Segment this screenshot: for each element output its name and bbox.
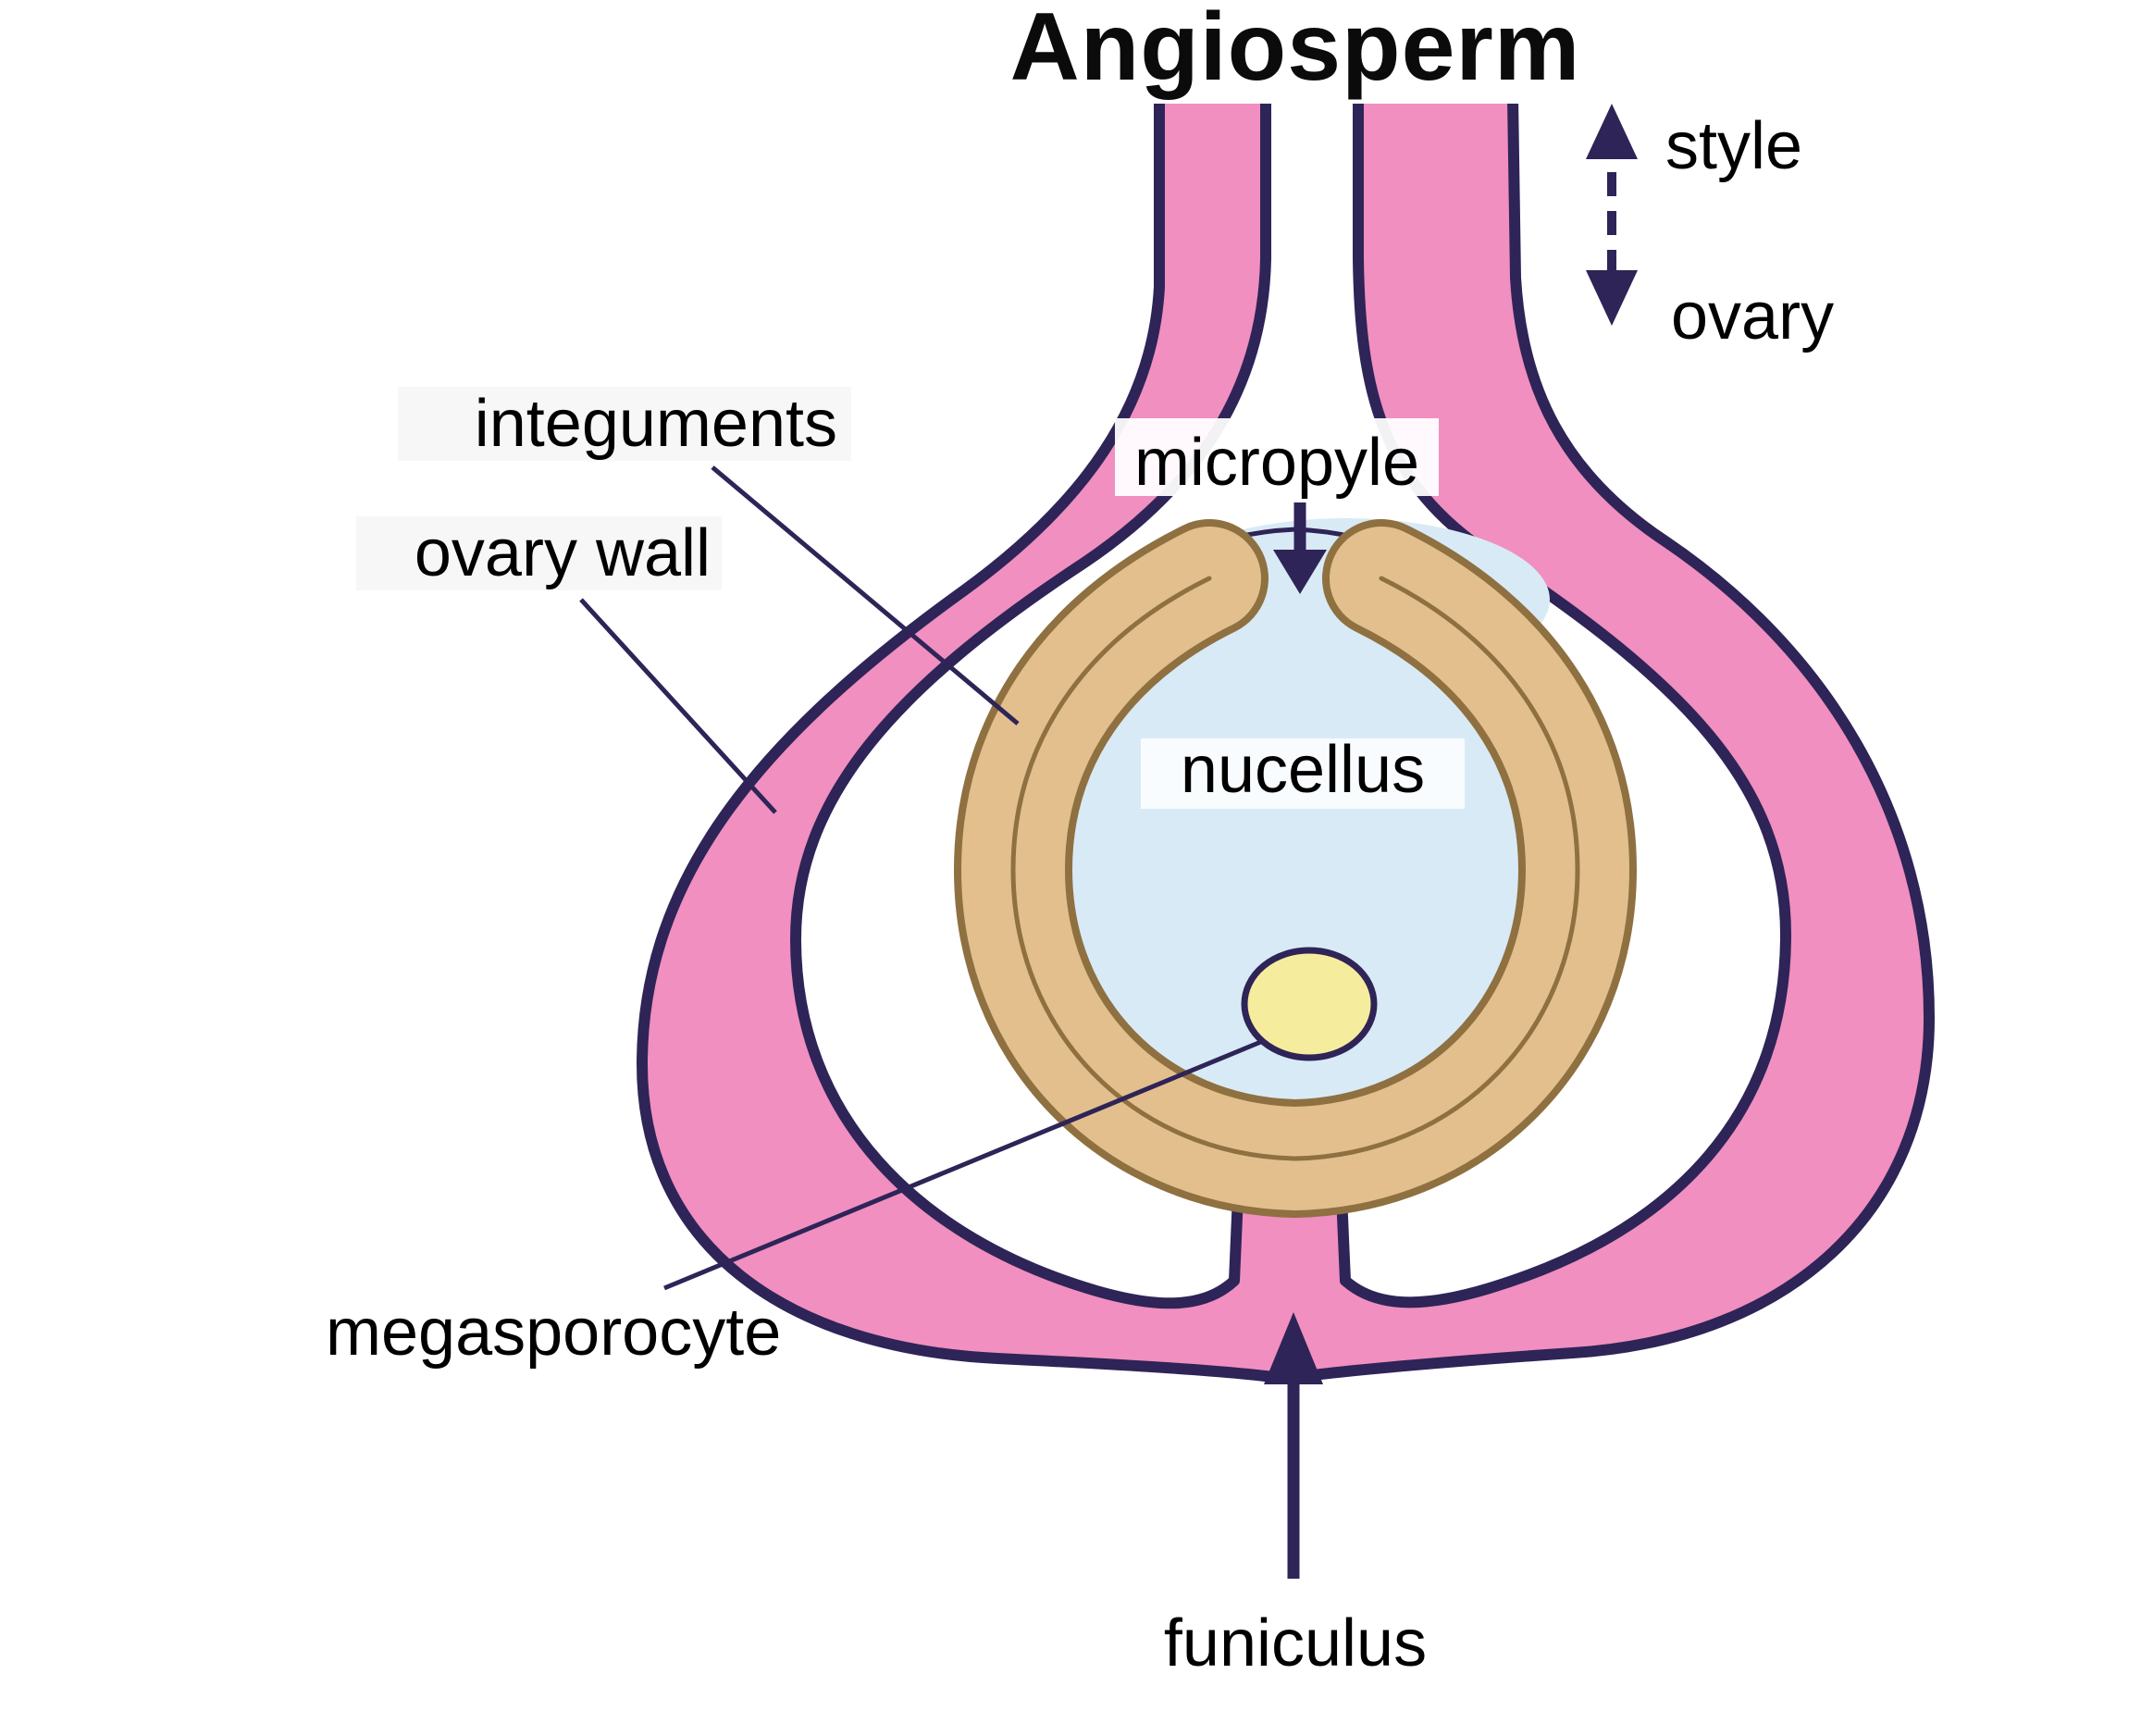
- label-micropyle: micropyle: [1134, 426, 1419, 500]
- micropyle-label-bg: [1115, 418, 1439, 496]
- nucellus-label-bg: [1141, 738, 1465, 809]
- label-funiculus: funiculus: [1164, 1606, 1427, 1680]
- diagram-title: Angiosperm: [1010, 0, 1581, 101]
- megasporocyte-shape: [1241, 947, 1378, 1061]
- ovary-wall-label-bg: [356, 516, 722, 590]
- integuments-pointer-line: [711, 465, 1020, 725]
- ovary-wall-pointer-line: [579, 598, 777, 814]
- label-megasporocyte: megasporocyte: [326, 1296, 781, 1370]
- style-arrowhead: [1586, 104, 1638, 159]
- label-nucellus: nucellus: [1181, 733, 1425, 807]
- megasporocyte-pointer-line: [663, 1038, 1264, 1291]
- ovary-arrowhead: [1586, 270, 1638, 326]
- integument-divider-line: [1010, 576, 1580, 1161]
- label-ovary-wall: ovary wall: [415, 516, 711, 590]
- integuments-label-bg: [398, 387, 851, 461]
- funiculus-arrowhead: [1264, 1312, 1323, 1384]
- label-style: style: [1665, 109, 1802, 183]
- label-integuments: integuments: [475, 387, 837, 461]
- micropyle-arrowhead: [1273, 550, 1327, 594]
- label-ovary: ovary: [1671, 279, 1834, 353]
